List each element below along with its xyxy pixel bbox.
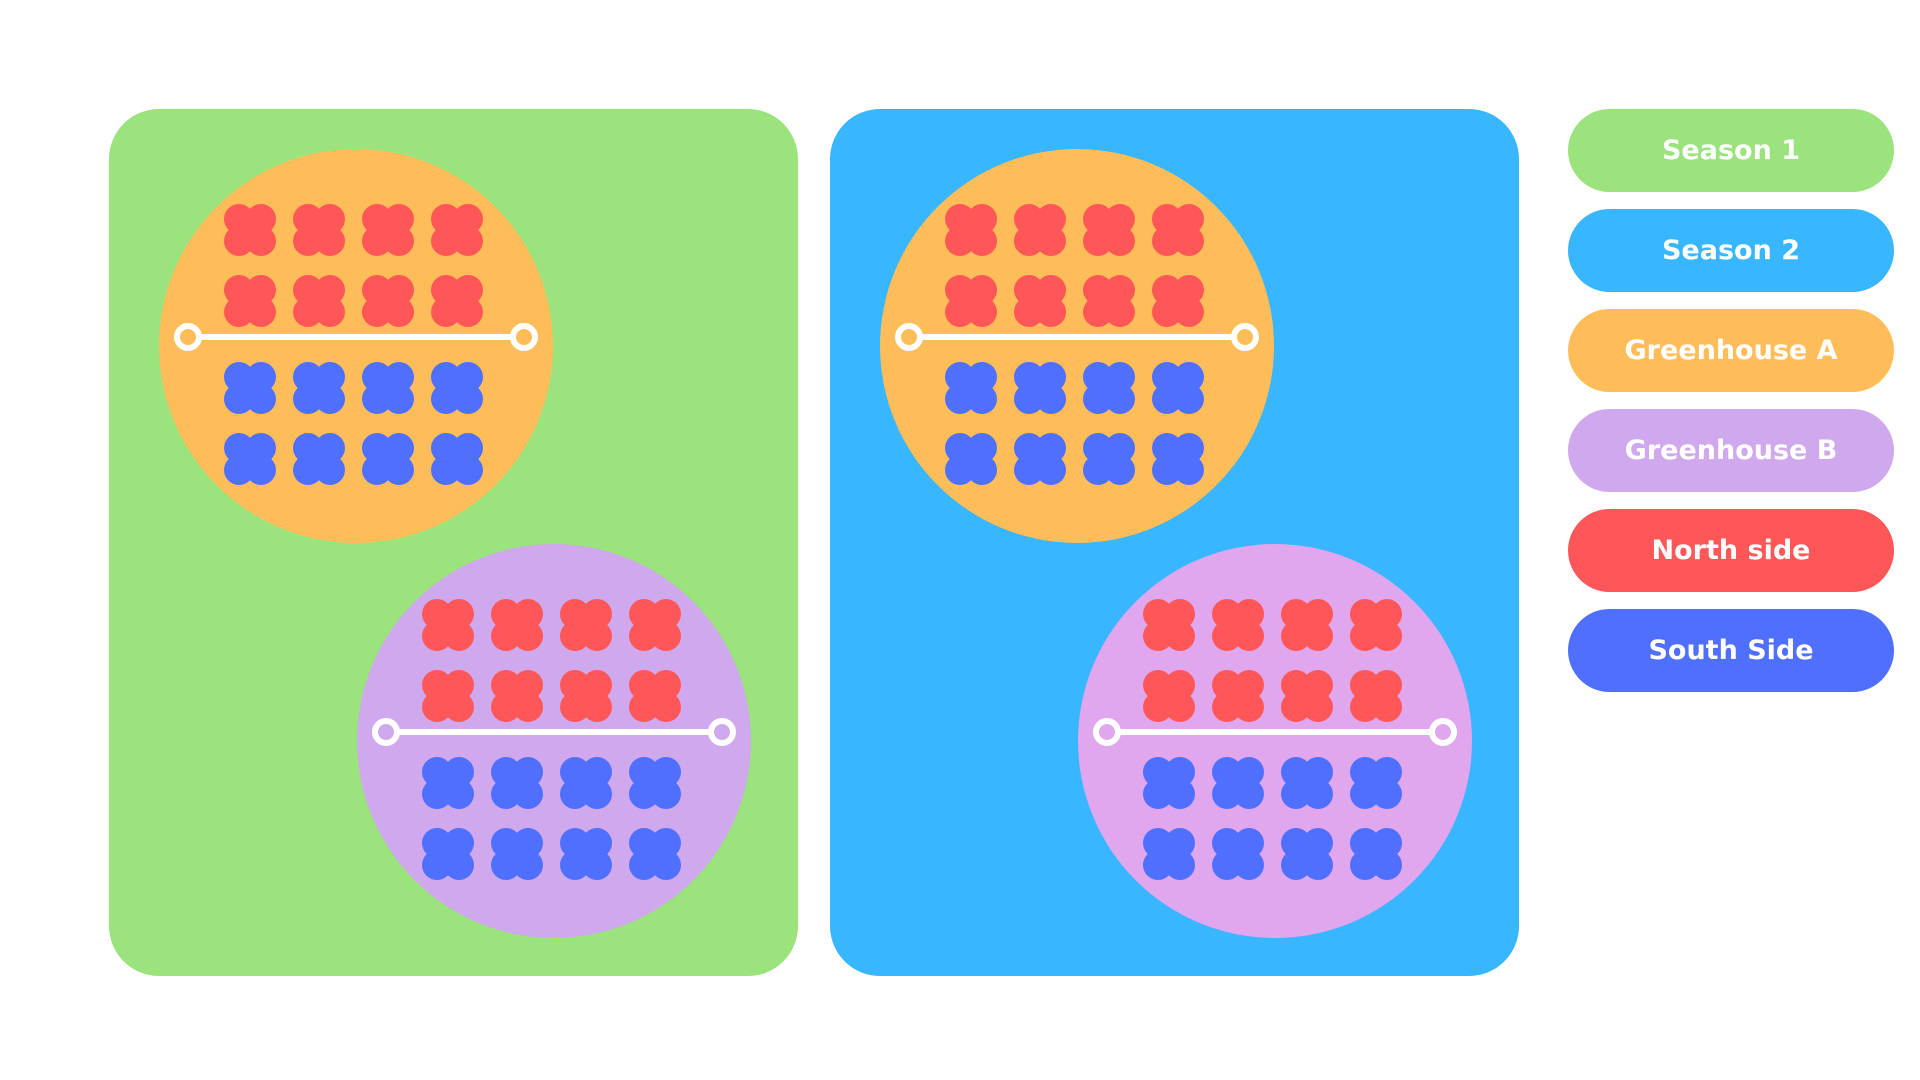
south-plant (224, 433, 276, 485)
divider-handle-left (895, 323, 923, 351)
south-plant (224, 362, 276, 414)
north-plant (629, 670, 681, 722)
south-plant (1014, 362, 1066, 414)
north-plant (945, 204, 997, 256)
south-plant (1212, 828, 1264, 880)
greenhouse-a-circle (159, 149, 553, 543)
south-plant (1350, 757, 1402, 809)
south-side-plants (222, 360, 485, 487)
legend-item-greenhouse-a: Greenhouse A (1568, 309, 1894, 392)
north-plant (431, 204, 483, 256)
legend-item-north-side: North side (1568, 509, 1894, 592)
south-plant (560, 757, 612, 809)
south-plant (362, 433, 414, 485)
greenhouse-b-circle (1078, 544, 1472, 938)
north-plant (491, 670, 543, 722)
north-plant (224, 275, 276, 327)
north-plant (1083, 275, 1135, 327)
north-plant (945, 275, 997, 327)
south-plant (422, 757, 474, 809)
north-plant (422, 670, 474, 722)
north-plant (1152, 204, 1204, 256)
divider-handle-left (174, 323, 202, 351)
south-plant (491, 828, 543, 880)
south-plant (1212, 757, 1264, 809)
north-plant (362, 275, 414, 327)
divider-handle-left (372, 718, 400, 746)
north-side-plants (1141, 597, 1404, 724)
legend-item-greenhouse-b: Greenhouse B (1568, 409, 1894, 492)
north-plant (1152, 275, 1204, 327)
north-plant (560, 599, 612, 651)
south-side-plants (1141, 755, 1404, 882)
south-plant (293, 362, 345, 414)
north-plant (1014, 275, 1066, 327)
north-side-plants (943, 202, 1206, 329)
north-plant (362, 204, 414, 256)
north-plant (629, 599, 681, 651)
south-side-plants (943, 360, 1206, 487)
south-plant (1083, 362, 1135, 414)
divider-handle-right (708, 718, 736, 746)
north-plant (293, 204, 345, 256)
south-plant (629, 828, 681, 880)
divider-handle-right (510, 323, 538, 351)
south-plant (1152, 433, 1204, 485)
south-plant (945, 362, 997, 414)
north-plant (491, 599, 543, 651)
north-south-divider (1093, 718, 1457, 746)
north-plant (560, 670, 612, 722)
divider-handle-left (1093, 718, 1121, 746)
north-south-divider (174, 323, 538, 351)
north-plant (1212, 670, 1264, 722)
south-plant (422, 828, 474, 880)
south-plant (431, 362, 483, 414)
north-plant (1083, 204, 1135, 256)
south-plant (362, 362, 414, 414)
north-plant (422, 599, 474, 651)
south-plant (1083, 433, 1135, 485)
south-plant (1281, 757, 1333, 809)
south-plant (491, 757, 543, 809)
greenhouse-b-circle (357, 544, 751, 938)
north-south-divider (372, 718, 736, 746)
south-plant (945, 433, 997, 485)
greenhouse-a-circle (880, 149, 1274, 543)
north-plant (1143, 670, 1195, 722)
south-plant (1152, 362, 1204, 414)
season-2-panel (830, 109, 1519, 976)
south-plant (1143, 828, 1195, 880)
north-plant (1281, 670, 1333, 722)
legend-item-season-2: Season 2 (1568, 209, 1894, 292)
divider-handle-right (1231, 323, 1259, 351)
legend-item-south-side: South Side (1568, 609, 1894, 692)
north-plant (1143, 599, 1195, 651)
south-plant (560, 828, 612, 880)
south-plant (1281, 828, 1333, 880)
north-plant (1350, 599, 1402, 651)
north-plant (1212, 599, 1264, 651)
south-plant (1014, 433, 1066, 485)
north-south-divider (895, 323, 1259, 351)
south-side-plants (420, 755, 683, 882)
north-plant (1014, 204, 1066, 256)
north-side-plants (222, 202, 485, 329)
south-plant (1350, 828, 1402, 880)
south-plant (293, 433, 345, 485)
north-plant (293, 275, 345, 327)
legend-item-season-1: Season 1 (1568, 109, 1894, 192)
south-plant (629, 757, 681, 809)
divider-handle-right (1429, 718, 1457, 746)
north-side-plants (420, 597, 683, 724)
south-plant (431, 433, 483, 485)
north-plant (224, 204, 276, 256)
legend: Season 1 Season 2 Greenhouse A Greenhous… (1568, 109, 1894, 709)
north-plant (431, 275, 483, 327)
north-plant (1350, 670, 1402, 722)
season-1-panel (109, 109, 798, 976)
south-plant (1143, 757, 1195, 809)
north-plant (1281, 599, 1333, 651)
